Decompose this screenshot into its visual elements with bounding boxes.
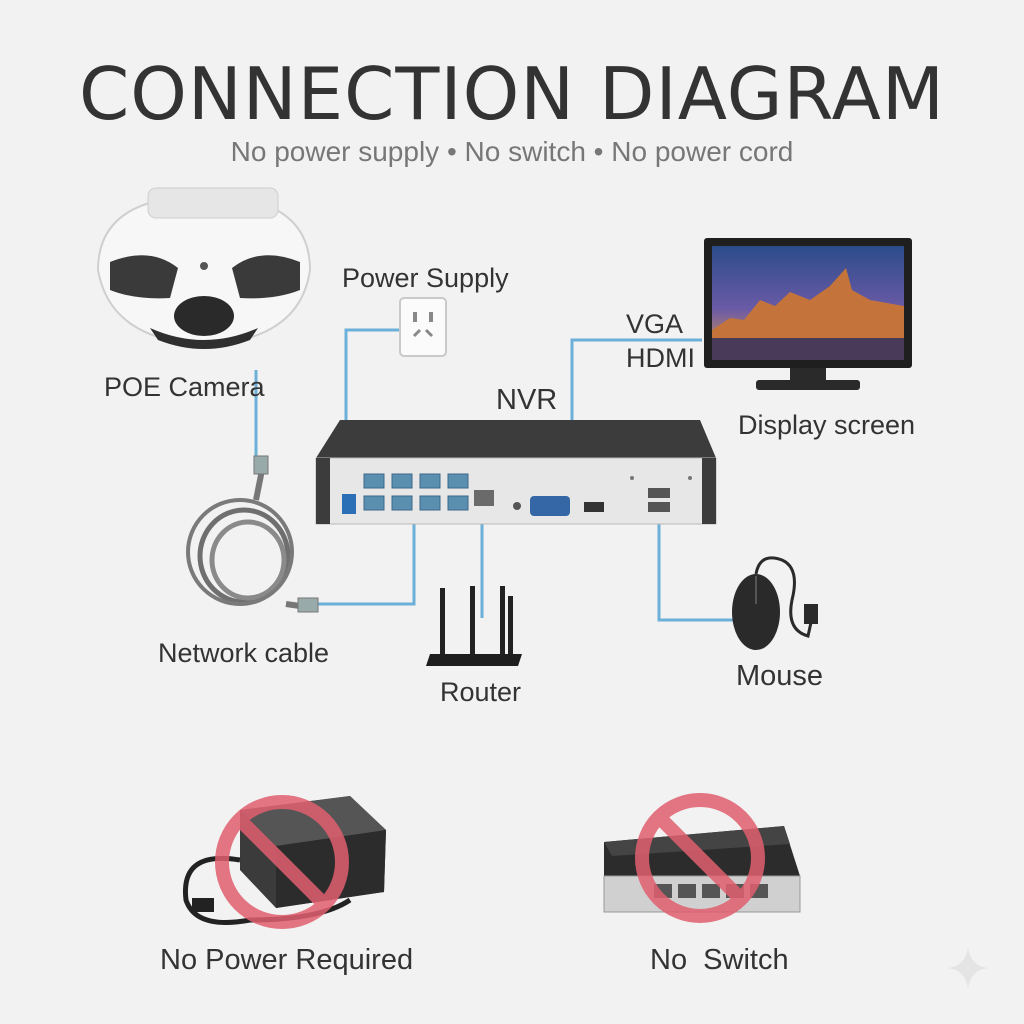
power-outlet-icon: [399, 297, 447, 357]
label-network-cable: Network cable: [158, 638, 330, 668]
mouse-icon: [732, 556, 818, 650]
prohibit-switch-icon: [635, 793, 765, 923]
router-icon: [426, 586, 522, 666]
prohibit-power-icon: [215, 795, 349, 929]
label-poe-camera: POE Camera: [104, 372, 265, 402]
display-screen-icon: [704, 238, 912, 390]
sparkle-icon: [948, 948, 988, 988]
label-mouse: Mouse: [736, 660, 824, 692]
label-display-screen: Display screen: [738, 410, 916, 440]
label-router: Router: [440, 677, 522, 707]
label-no-power-required: No Power Required: [160, 944, 414, 976]
cable-to-nvr-line: [318, 522, 416, 606]
label-no-switch: No Switch: [650, 944, 789, 976]
label-hdmi: HDMI: [626, 343, 695, 373]
diagram-title: CONNECTION DIAGRAM: [78, 52, 945, 136]
label-vga: VGA: [626, 309, 684, 339]
label-nvr: NVR: [496, 384, 558, 416]
poe-camera-icon: [96, 187, 312, 349]
label-power-supply: Power Supply: [342, 263, 509, 293]
diagram-subtitle: No power supply • No switch • No power c…: [230, 136, 794, 167]
network-cable-icon: [186, 455, 319, 613]
mouse-to-nvr-line: [657, 520, 738, 622]
nvr-device-icon: [315, 420, 717, 525]
